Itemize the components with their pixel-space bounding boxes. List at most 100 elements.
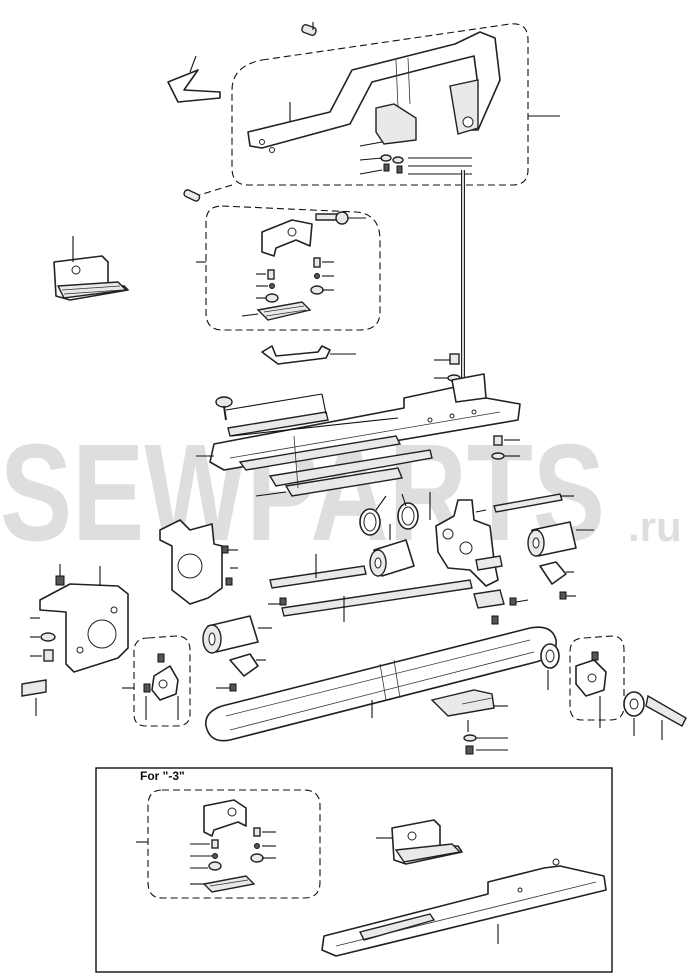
pin-right <box>645 694 687 727</box>
left-bracket-mid <box>159 519 238 605</box>
foot-holder <box>261 219 313 257</box>
leader-rail-2 <box>321 393 327 415</box>
bed-plate <box>209 385 521 471</box>
leader-rail-3 <box>231 417 399 437</box>
center-mechanism <box>268 435 594 625</box>
rail-knob <box>215 396 233 408</box>
washer-1 <box>380 154 392 162</box>
leader-ring-1 <box>375 495 387 511</box>
variant-foot-sole <box>202 875 256 893</box>
mid-bracket-screw-2 <box>225 577 233 586</box>
leader-plate <box>359 141 383 147</box>
bed-standoff <box>451 373 487 403</box>
pulley-left-setscrew <box>157 653 165 663</box>
belt-assembly <box>205 626 560 755</box>
variant-sole-groove <box>209 879 249 887</box>
ball-a <box>269 283 275 289</box>
center-roller-bore <box>374 557 382 569</box>
arm-hole <box>462 116 474 128</box>
foot-left-grooves <box>61 285 123 295</box>
shaft-lower <box>281 579 473 617</box>
foot-group-outline <box>205 205 381 331</box>
leader-ring-2 <box>401 493 407 507</box>
link-dash <box>195 184 233 197</box>
leader-sole <box>241 313 259 317</box>
lower-plate <box>430 689 495 717</box>
pulley-group-right <box>569 635 687 740</box>
variant-foot-right-sole <box>394 843 462 863</box>
ring-2-in <box>401 506 415 526</box>
motor-bracket-bore <box>87 619 117 649</box>
variant-spring-a <box>208 861 222 871</box>
variant-spring-b <box>250 853 264 863</box>
variant-ball-b <box>254 843 260 849</box>
bed-plate-assembly <box>196 353 521 497</box>
spring-b <box>310 285 324 295</box>
rail-mid <box>238 435 402 471</box>
shaft-screw <box>279 597 287 606</box>
drive-bracket-tab <box>475 555 503 571</box>
ring-1-in <box>363 512 377 532</box>
arm-post <box>395 57 411 109</box>
foot-sole-grooves <box>263 305 307 317</box>
motor-bracket-hole-2 <box>110 606 118 614</box>
pulley-right-bore <box>587 673 597 683</box>
foot-assembly <box>183 189 381 365</box>
arm-group-outline <box>231 23 529 186</box>
motor-screw-top <box>55 575 65 586</box>
small-plate <box>473 589 505 609</box>
leader-drive <box>475 509 487 513</box>
screw-small-plate <box>509 597 517 606</box>
variant-bed-hole-2 <box>517 887 523 893</box>
variant-bed-edge <box>335 881 597 947</box>
small-screw-b <box>313 257 321 268</box>
shoulder-screw <box>315 213 339 221</box>
pulley-left-bore <box>158 679 168 689</box>
leader-small-plate <box>515 599 529 603</box>
lp-washer <box>463 734 477 742</box>
rod-screw <box>449 353 460 365</box>
washer-2 <box>392 156 404 164</box>
watermark-suffix: .ru <box>628 503 682 550</box>
arm-foot-plate <box>375 103 417 145</box>
leader-washer <box>359 157 383 161</box>
roller-left-group <box>202 615 272 692</box>
variant-ball-a <box>212 853 218 859</box>
foot-left-sole <box>56 281 128 299</box>
pulley-right-setscrew <box>591 651 599 661</box>
foot-left-hole <box>71 265 81 275</box>
guide-strip <box>493 493 563 513</box>
motor-bolt <box>21 679 47 697</box>
mid-bracket-screw-1 <box>221 545 229 554</box>
shaft-upper <box>269 565 367 589</box>
shoulder-screw-head <box>335 211 349 225</box>
bearing-right-in <box>629 698 639 710</box>
leader-rail-v <box>293 435 299 489</box>
variant-screw-b <box>253 827 261 837</box>
bp-hole-3 <box>471 409 477 415</box>
leader-screw <box>359 169 383 175</box>
leader-lever <box>189 55 197 73</box>
foot-holder-hole <box>287 227 297 237</box>
pulley-right-outline <box>569 635 625 721</box>
bp-hole-1 <box>427 417 433 423</box>
lower-plate-line <box>461 697 493 705</box>
variant-bed-plate <box>321 865 607 957</box>
screw-2 <box>396 165 403 174</box>
clip-left <box>229 653 259 677</box>
variant-holder-hole <box>227 807 237 817</box>
arm-clamp <box>449 79 479 135</box>
pin-top <box>301 23 317 37</box>
mid-bracket-bore <box>177 553 203 579</box>
variant-box <box>95 767 613 973</box>
belt-break <box>379 659 401 701</box>
pulley-left-outline <box>133 635 191 727</box>
screw-lower <box>491 615 499 625</box>
screw-clip-r <box>559 591 567 600</box>
motor-nut <box>43 649 54 662</box>
spring-a <box>265 293 279 303</box>
clip-left-screw <box>229 683 237 692</box>
screw-r1 <box>493 435 503 446</box>
motor-bracket-hole-1 <box>76 646 84 654</box>
